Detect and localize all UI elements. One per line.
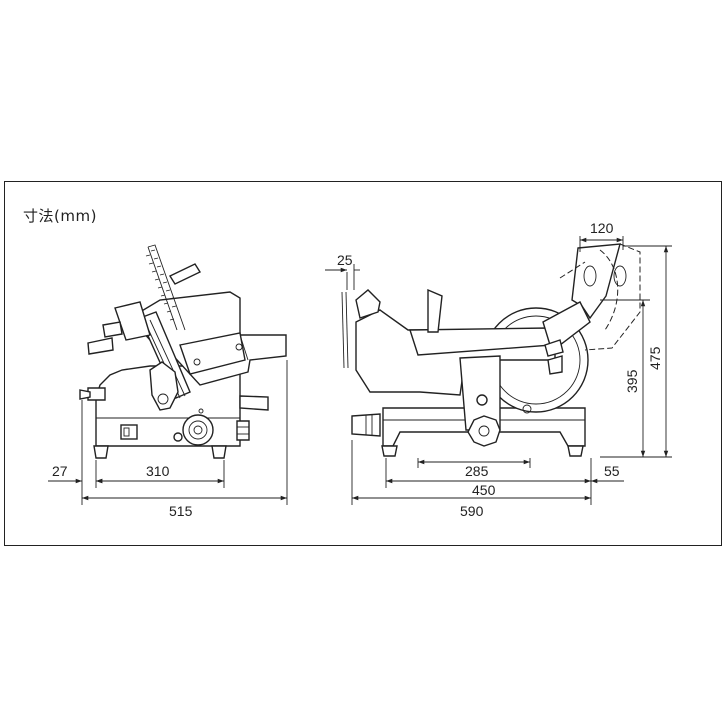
adjust-knob [182,414,214,446]
dim-310: 310 [146,463,170,479]
drawing-title: 寸法(mm) [23,207,97,225]
drawing-frame [4,181,722,546]
front-view-dimensions [325,236,672,505]
dim-590: 590 [460,503,484,519]
dim-450: 450 [472,482,496,498]
side-view-slicer [79,244,287,459]
dim-285: 285 [465,463,489,479]
dim-55: 55 [604,463,620,479]
side-view-dimensions [48,360,288,505]
front-view-slicer [341,243,641,457]
dim-120: 120 [590,220,614,236]
dim-395: 395 [624,369,640,393]
dim-475: 475 [647,346,663,370]
dim-25: 25 [337,252,353,268]
dim-27: 27 [52,463,68,479]
dim-515: 515 [169,503,193,519]
